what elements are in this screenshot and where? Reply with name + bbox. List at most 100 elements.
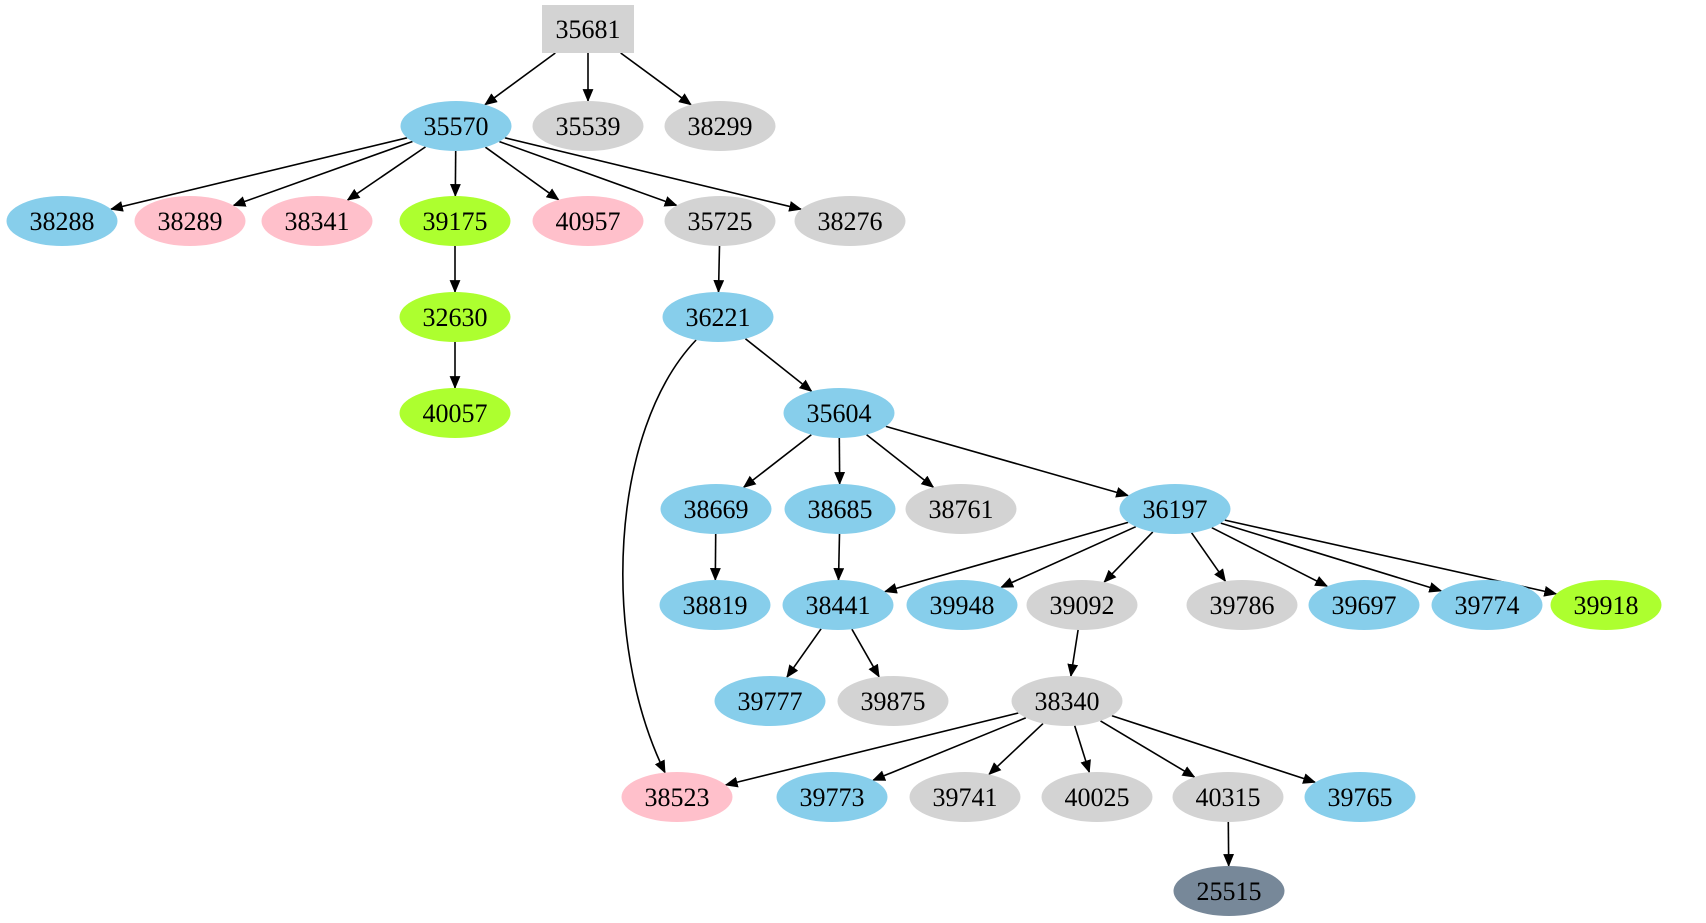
node-36221: 36221: [662, 292, 774, 342]
node-39741: 39741: [909, 772, 1021, 822]
node-label: 35681: [556, 15, 621, 44]
node-label: 38523: [645, 783, 710, 812]
node-label: 35604: [807, 399, 872, 428]
node-38523: 38523: [621, 772, 733, 822]
node-label: 38685: [808, 495, 873, 524]
edge-36197-38441: [883, 521, 1129, 594]
node-label: 40057: [423, 399, 488, 428]
node-ellipse-shape: [783, 388, 895, 438]
node-ellipse-shape: [1026, 580, 1138, 630]
node-ellipse-shape: [662, 292, 774, 342]
node-ellipse-shape: [532, 196, 644, 246]
node-label: 38289: [158, 207, 223, 236]
edge-38685-38441: [833, 533, 845, 582]
node-ellipse-shape: [532, 101, 644, 151]
node-label: 38276: [818, 207, 883, 236]
node-39918: 39918: [1550, 580, 1662, 630]
node-39875: 39875: [837, 676, 949, 726]
node-39774: 39774: [1431, 580, 1543, 630]
edge-35604-38669: [742, 434, 812, 488]
node-ellipse-shape: [1172, 772, 1284, 822]
edge-35725-36221: [713, 245, 725, 294]
node-label: 35539: [556, 112, 621, 141]
edge-35570-38341: [346, 146, 426, 201]
node-ellipse-shape: [399, 196, 511, 246]
node-38669: 38669: [660, 484, 772, 534]
node-ellipse-shape: [1119, 484, 1231, 534]
edge-38340-39765: [1111, 714, 1317, 784]
edge-38340-39741: [988, 723, 1044, 776]
node-35725: 35725: [664, 196, 776, 246]
node-ellipse-shape: [714, 676, 826, 726]
node-40315: 40315: [1172, 772, 1284, 822]
node-39777: 39777: [714, 676, 826, 726]
node-ellipse-shape: [659, 580, 771, 630]
node-label: 35725: [688, 207, 753, 236]
node-ellipse-shape: [261, 196, 373, 246]
node-39786: 39786: [1186, 580, 1298, 630]
node-32630: 32630: [399, 292, 511, 342]
node-label: 39786: [1210, 591, 1275, 620]
node-label: 39765: [1328, 783, 1393, 812]
node-38441: 38441: [782, 580, 894, 630]
edge-35570-40957: [484, 146, 560, 201]
edge-35570-38288: [109, 137, 408, 212]
node-35604: 35604: [783, 388, 895, 438]
node-35681: 35681: [542, 5, 634, 53]
node-ellipse-shape: [776, 772, 888, 822]
node-38819: 38819: [659, 580, 771, 630]
node-39092: 39092: [1026, 580, 1138, 630]
node-ellipse-shape: [400, 101, 512, 151]
node-label: 40025: [1065, 783, 1130, 812]
edge-36197-39774: [1220, 522, 1443, 593]
node-label: 38819: [683, 591, 748, 620]
node-35570: 35570: [400, 101, 512, 151]
edge-38441-39875: [851, 628, 880, 678]
node-ellipse-shape: [1041, 772, 1153, 822]
node-label: 36221: [686, 303, 751, 332]
node-label: 38761: [929, 495, 994, 524]
edge-38340-38523: [724, 712, 1019, 788]
edge-36221-38523: [622, 339, 697, 774]
edge-35681-38299: [620, 52, 692, 106]
node-label: 39875: [861, 687, 926, 716]
node-ellipse-shape: [1431, 580, 1543, 630]
node-ellipse-shape: [6, 196, 118, 246]
node-label: 39774: [1455, 591, 1520, 620]
node-39765: 39765: [1304, 772, 1416, 822]
node-38288: 38288: [6, 196, 118, 246]
node-ellipse-shape: [664, 101, 776, 151]
edge-38340-40315: [1100, 720, 1196, 778]
edge-36197-39786: [1190, 532, 1227, 583]
node-39175: 39175: [399, 196, 511, 246]
node-40025: 40025: [1041, 772, 1153, 822]
edge-38340-40025: [1073, 725, 1091, 774]
node-label: 39918: [1574, 591, 1639, 620]
edges-layer: [109, 52, 1558, 868]
node-38289: 38289: [134, 196, 246, 246]
node-25515: 25515: [1173, 866, 1285, 916]
node-39948: 39948: [906, 580, 1018, 630]
node-label: 35570: [424, 112, 489, 141]
node-ellipse-shape: [621, 772, 733, 822]
node-ellipse-shape: [909, 772, 1021, 822]
node-label: 39777: [738, 687, 803, 716]
edge-39092-38340: [1067, 629, 1079, 678]
edge-35604-36197: [885, 425, 1130, 498]
node-39773: 39773: [776, 772, 888, 822]
node-ellipse-shape: [399, 292, 511, 342]
node-ellipse-shape: [1173, 866, 1285, 916]
node-label: 40957: [556, 207, 621, 236]
edge-35570-38276: [504, 137, 803, 212]
node-label: 36197: [1143, 495, 1208, 524]
node-ellipse-shape: [794, 196, 906, 246]
node-38761: 38761: [905, 484, 1017, 534]
node-ellipse-shape: [1186, 580, 1298, 630]
node-label: 38669: [684, 495, 749, 524]
node-label: 25515: [1197, 877, 1262, 906]
node-ellipse-shape: [664, 196, 776, 246]
edge-35570-35725: [499, 140, 678, 207]
node-ellipse-shape: [905, 484, 1017, 534]
node-35539: 35539: [532, 101, 644, 151]
